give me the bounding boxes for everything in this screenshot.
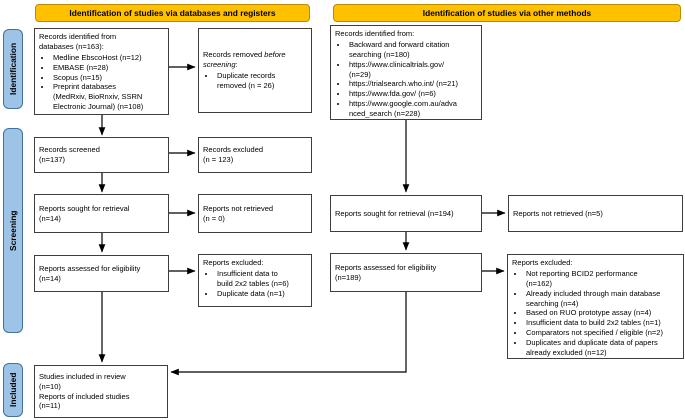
box-label: Studies included in review (n=10) Report… xyxy=(39,371,130,411)
reason-list: Duplicate records removed (n = 26) xyxy=(203,71,307,91)
stage-identification: Identification xyxy=(3,29,23,109)
box-intro: Records identified from: xyxy=(335,29,415,38)
reports-excluded-db-box: Reports excluded: Insufficient data to b… xyxy=(198,254,312,307)
list-item: Scopus (n=15) xyxy=(52,73,164,83)
list-item: Backward and forward citation searching … xyxy=(348,40,477,60)
list-item: Duplicates and duplicate data of papers … xyxy=(525,338,679,358)
box-label: Records screened (n=137) xyxy=(39,145,100,164)
list-item: Comparators not specified / eligible (n=… xyxy=(525,328,679,338)
box-intro: Reports excluded: xyxy=(512,258,573,267)
list-item: Insufficient data to build 2x2 tables (n… xyxy=(525,318,679,328)
reports-sought-other-box: Reports sought for retrieval (n=194) xyxy=(330,195,482,232)
reports-not-retrieved-db-box: Reports not retrieved (n = 0) xyxy=(198,194,312,233)
reason-list: Not reporting BCID2 performance (n=162) … xyxy=(512,269,679,358)
intro-italic: before screening xyxy=(203,50,286,70)
reports-not-retrieved-other-box: Reports not retrieved (n=5) xyxy=(508,195,683,232)
list-item: https://www.clinicaltrials.gov/ (n=29) xyxy=(348,60,477,80)
records-screened-box: Records screened (n=137) xyxy=(34,137,169,173)
reason-list: Insufficient data to build 2x2 tables (n… xyxy=(203,269,307,299)
box-intro: Records identified from databases (n=163… xyxy=(39,32,117,51)
records-identified-databases-box: Records identified from databases (n=163… xyxy=(34,28,169,115)
box-label: Reports sought for retrieval (n=14) xyxy=(39,203,130,223)
list-item: https://trialsearch.who.int/ (n=21) xyxy=(348,79,477,89)
records-identified-other-box: Records identified from: Backward and fo… xyxy=(330,25,482,120)
header-other-methods: Identification of studies via other meth… xyxy=(333,4,681,22)
list-item: Preprint databases (MedRxiv, BioRnxiv, S… xyxy=(52,82,164,112)
list-item: https://www.fda.gov/ (n=6) xyxy=(348,89,477,99)
box-intro: Records removed before screening: xyxy=(203,50,307,70)
records-removed-box: Records removed before screening: Duplic… xyxy=(198,28,312,113)
list-item: Duplicate records removed (n = 26) xyxy=(216,71,307,91)
box-label: Reports assessed for eligibility (n=189) xyxy=(335,262,437,282)
list-item: Insufficient data to build 2x2 tables (n… xyxy=(216,269,307,289)
list-item: Duplicate data (n=1) xyxy=(216,289,307,299)
reports-assessed-other-box: Reports assessed for eligibility (n=189) xyxy=(330,253,482,292)
list-item: Not reporting BCID2 performance (n=162) xyxy=(525,269,679,289)
intro-plain: Records removed xyxy=(203,50,265,60)
box-label: Reports sought for retrieval (n=194) xyxy=(335,208,454,218)
reports-excluded-other-box: Reports excluded: Not reporting BCID2 pe… xyxy=(507,254,684,359)
list-item: Based on RUO prototype assay (n=4) xyxy=(525,308,679,318)
included-studies-box: Studies included in review (n=10) Report… xyxy=(34,365,168,418)
stage-included: Included xyxy=(3,363,23,417)
box-intro: Reports excluded: xyxy=(203,258,264,267)
header-databases-registers: Identification of studies via databases … xyxy=(35,4,310,22)
box-label: Reports not retrieved (n = 0) xyxy=(203,203,274,223)
reports-assessed-db-box: Reports assessed for eligibility (n=14) xyxy=(34,255,169,292)
reports-sought-db-box: Reports sought for retrieval (n=14) xyxy=(34,194,169,233)
box-label: Reports assessed for eligibility (n=14) xyxy=(39,263,141,283)
box-label: Reports not retrieved (n=5) xyxy=(513,208,603,218)
list-item: Medline EbscoHost (n=12) xyxy=(52,53,164,63)
source-list: Backward and forward citation searching … xyxy=(335,40,477,119)
box-label: Records excluded (n = 123) xyxy=(203,145,264,164)
source-list: Medline EbscoHost (n=12) EMBASE (n=28) S… xyxy=(39,53,164,112)
stage-screening: Screening xyxy=(3,128,23,333)
list-item: Already included through main database s… xyxy=(525,289,679,309)
list-item: EMBASE (n=28) xyxy=(52,63,164,73)
intro-suffix: : xyxy=(235,60,238,70)
records-excluded-box: Records excluded (n = 123) xyxy=(198,137,312,173)
list-item: https://www.google.com.au/adva nced_sear… xyxy=(348,99,477,119)
